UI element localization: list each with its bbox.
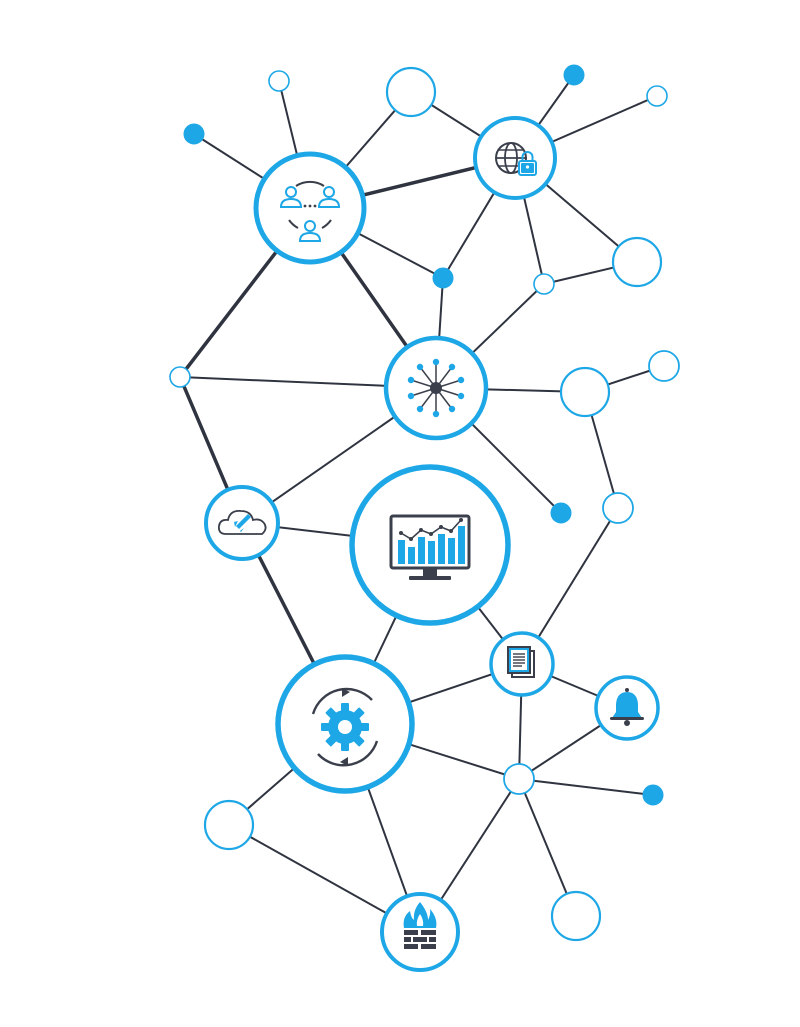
globe-lock-node bbox=[473, 116, 557, 200]
cloud-node bbox=[204, 485, 280, 561]
node-small bbox=[169, 366, 191, 388]
users-node bbox=[253, 151, 367, 265]
bell-icon bbox=[610, 688, 644, 726]
document-node bbox=[489, 631, 555, 697]
document-icon bbox=[507, 646, 535, 678]
plain-nodes bbox=[169, 64, 680, 942]
bell-node bbox=[594, 675, 660, 741]
node-small bbox=[503, 763, 535, 795]
cloud-rocket-icon bbox=[217, 510, 267, 535]
node-dot bbox=[183, 123, 205, 145]
hub-network-icon bbox=[407, 358, 465, 418]
node-medium bbox=[559, 366, 611, 418]
node-medium bbox=[611, 236, 663, 288]
firewall-icon bbox=[403, 902, 437, 949]
monitor-chart-icon bbox=[389, 514, 471, 580]
firewall-node bbox=[380, 892, 460, 972]
hub-node bbox=[383, 335, 489, 441]
node-small bbox=[533, 273, 555, 295]
node-small bbox=[646, 85, 668, 107]
node-dot bbox=[563, 64, 585, 86]
node-medium bbox=[203, 799, 255, 851]
node-small bbox=[268, 70, 290, 92]
monitor-node bbox=[349, 464, 511, 626]
node-dot bbox=[642, 784, 664, 806]
node-medium bbox=[385, 66, 437, 118]
node-medium bbox=[550, 890, 602, 942]
node-small bbox=[648, 350, 680, 382]
node-dot bbox=[432, 267, 454, 289]
gear-node bbox=[275, 654, 415, 794]
node-small bbox=[602, 492, 634, 524]
globe-lock-icon bbox=[495, 142, 537, 176]
users-network-icon bbox=[279, 180, 341, 242]
node-dot bbox=[550, 502, 572, 524]
gear-sync-icon bbox=[311, 687, 379, 767]
edge bbox=[518, 778, 654, 796]
